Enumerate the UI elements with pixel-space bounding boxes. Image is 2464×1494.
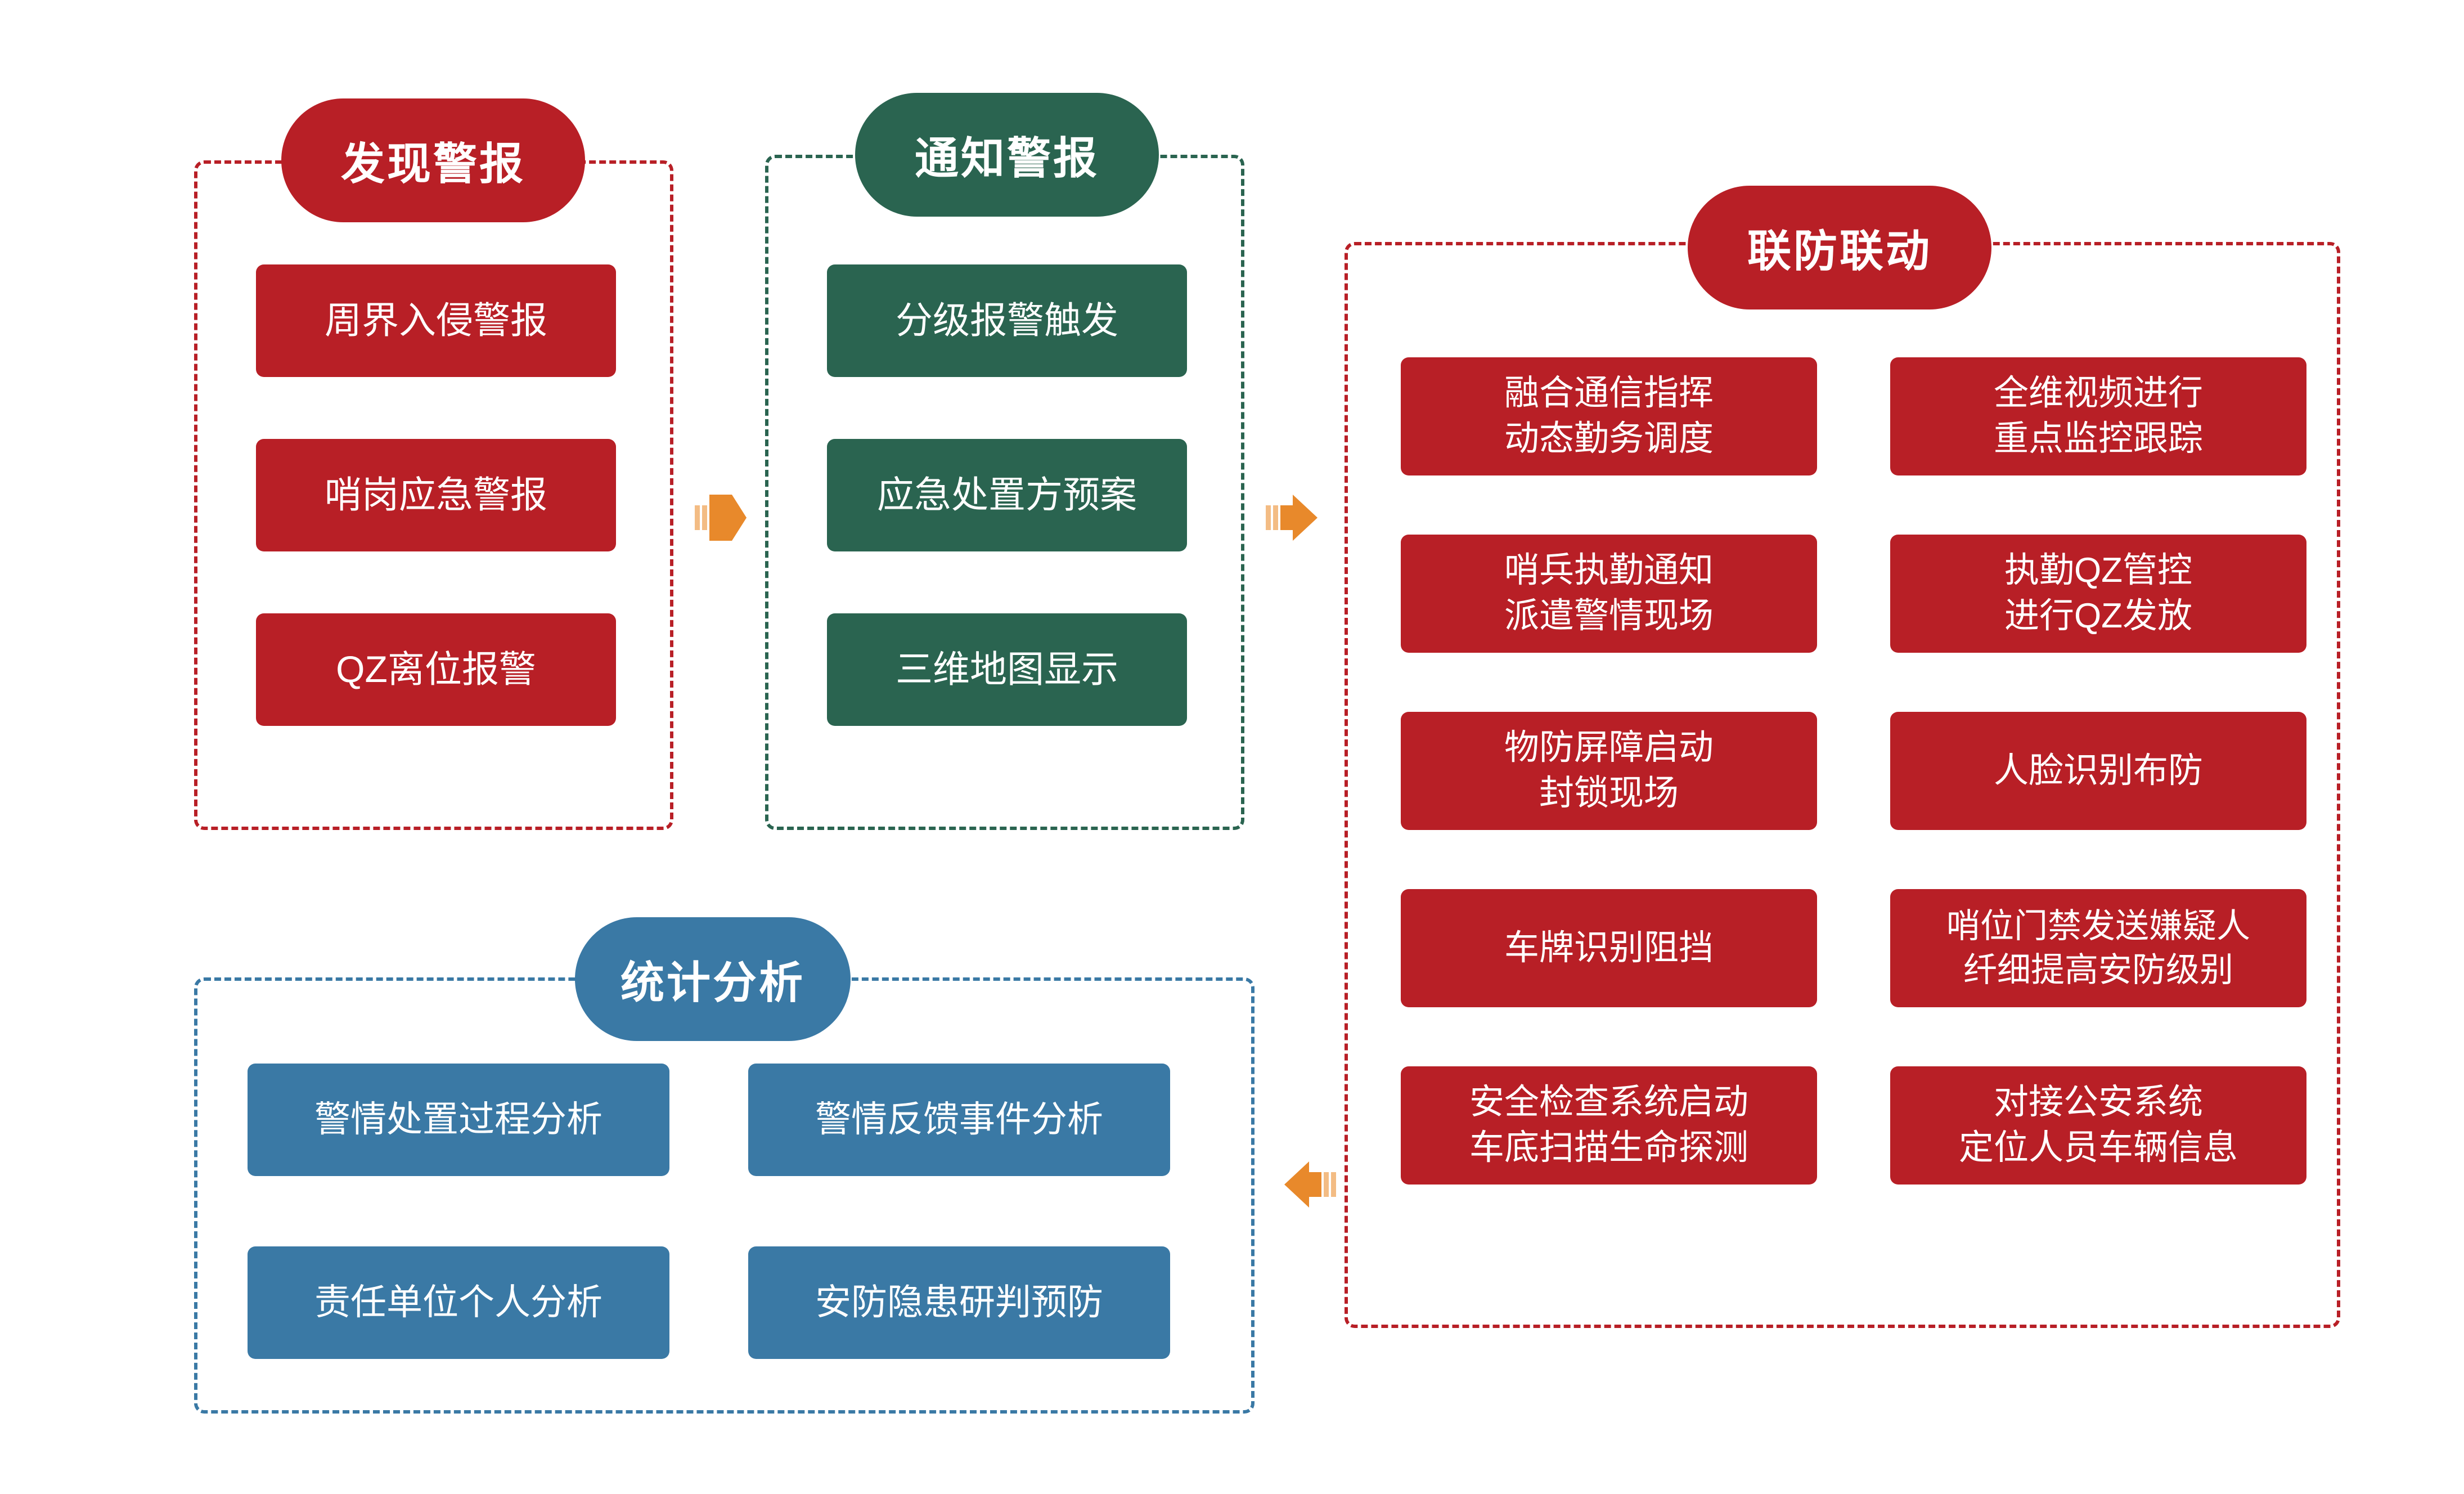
box-police-system-integration[interactable]: 对接公安系统 定位人员车辆信息 (1890, 1066, 2306, 1185)
box-alarm-handling-process-analysis[interactable]: 警情处置过程分析 (248, 1064, 669, 1176)
box-alarm-feedback-event-analysis[interactable]: 警情反馈事件分析 (748, 1064, 1170, 1176)
group-title-joint-defense: 联防联动 (1688, 186, 1991, 309)
box-fusion-comm-command[interactable]: 融合通信指挥 动态勤务调度 (1401, 357, 1817, 475)
box-qz-offpost-alarm[interactable]: QZ离位报警 (256, 613, 616, 726)
box-face-recognition-defense[interactable]: 人脸识别布防 (1890, 712, 2306, 830)
arrow-discover-to-notify (695, 487, 757, 549)
box-sentry-emergency-alarm[interactable]: 哨岗应急警报 (256, 439, 616, 551)
box-sentry-duty-notice[interactable]: 哨兵执勤通知 派遣警情现场 (1401, 535, 1817, 653)
box-3d-map-display[interactable]: 三维地图显示 (827, 613, 1187, 726)
box-responsible-unit-person-analysis[interactable]: 责任单位个人分析 (248, 1246, 669, 1359)
box-physical-barrier-activate[interactable]: 物防屏障启动 封锁现场 (1401, 712, 1817, 830)
group-title-text: 通知警报 (914, 133, 1099, 183)
box-security-check-system[interactable]: 安全检查系统启动 车底扫描生命探测 (1401, 1066, 1817, 1185)
box-duty-qz-control[interactable]: 执勤QZ管控 进行QZ发放 (1890, 535, 2306, 653)
group-title-text: 发现警报 (340, 139, 525, 189)
box-security-risk-prevention[interactable]: 安防隐患研判预防 (748, 1246, 1170, 1359)
group-title-statistics: 统计分析 (575, 917, 851, 1041)
group-title-discover-alarm: 发现警报 (281, 98, 585, 222)
box-graded-alarm-trigger[interactable]: 分级报警触发 (827, 264, 1187, 377)
group-title-text: 统计分析 (620, 958, 805, 1007)
arrow-notify-to-joint (1266, 487, 1328, 549)
group-title-text: 联防联动 (1747, 226, 1932, 276)
box-emergency-response-plan[interactable]: 应急处置方预案 (827, 439, 1187, 551)
box-post-access-suspect-push[interactable]: 哨位门禁发送嫌疑人 纤细提高安防级别 (1890, 889, 2306, 1007)
box-perimeter-intrusion-alarm[interactable]: 周界入侵警报 (256, 264, 616, 377)
box-omni-video-tracking[interactable]: 全维视频进行 重点监控跟踪 (1890, 357, 2306, 475)
box-plate-recognition-block[interactable]: 车牌识别阻挡 (1401, 889, 1817, 1007)
group-title-notify-alarm: 通知警报 (855, 93, 1159, 217)
arrow-joint-to-statistics (1274, 1154, 1336, 1215)
